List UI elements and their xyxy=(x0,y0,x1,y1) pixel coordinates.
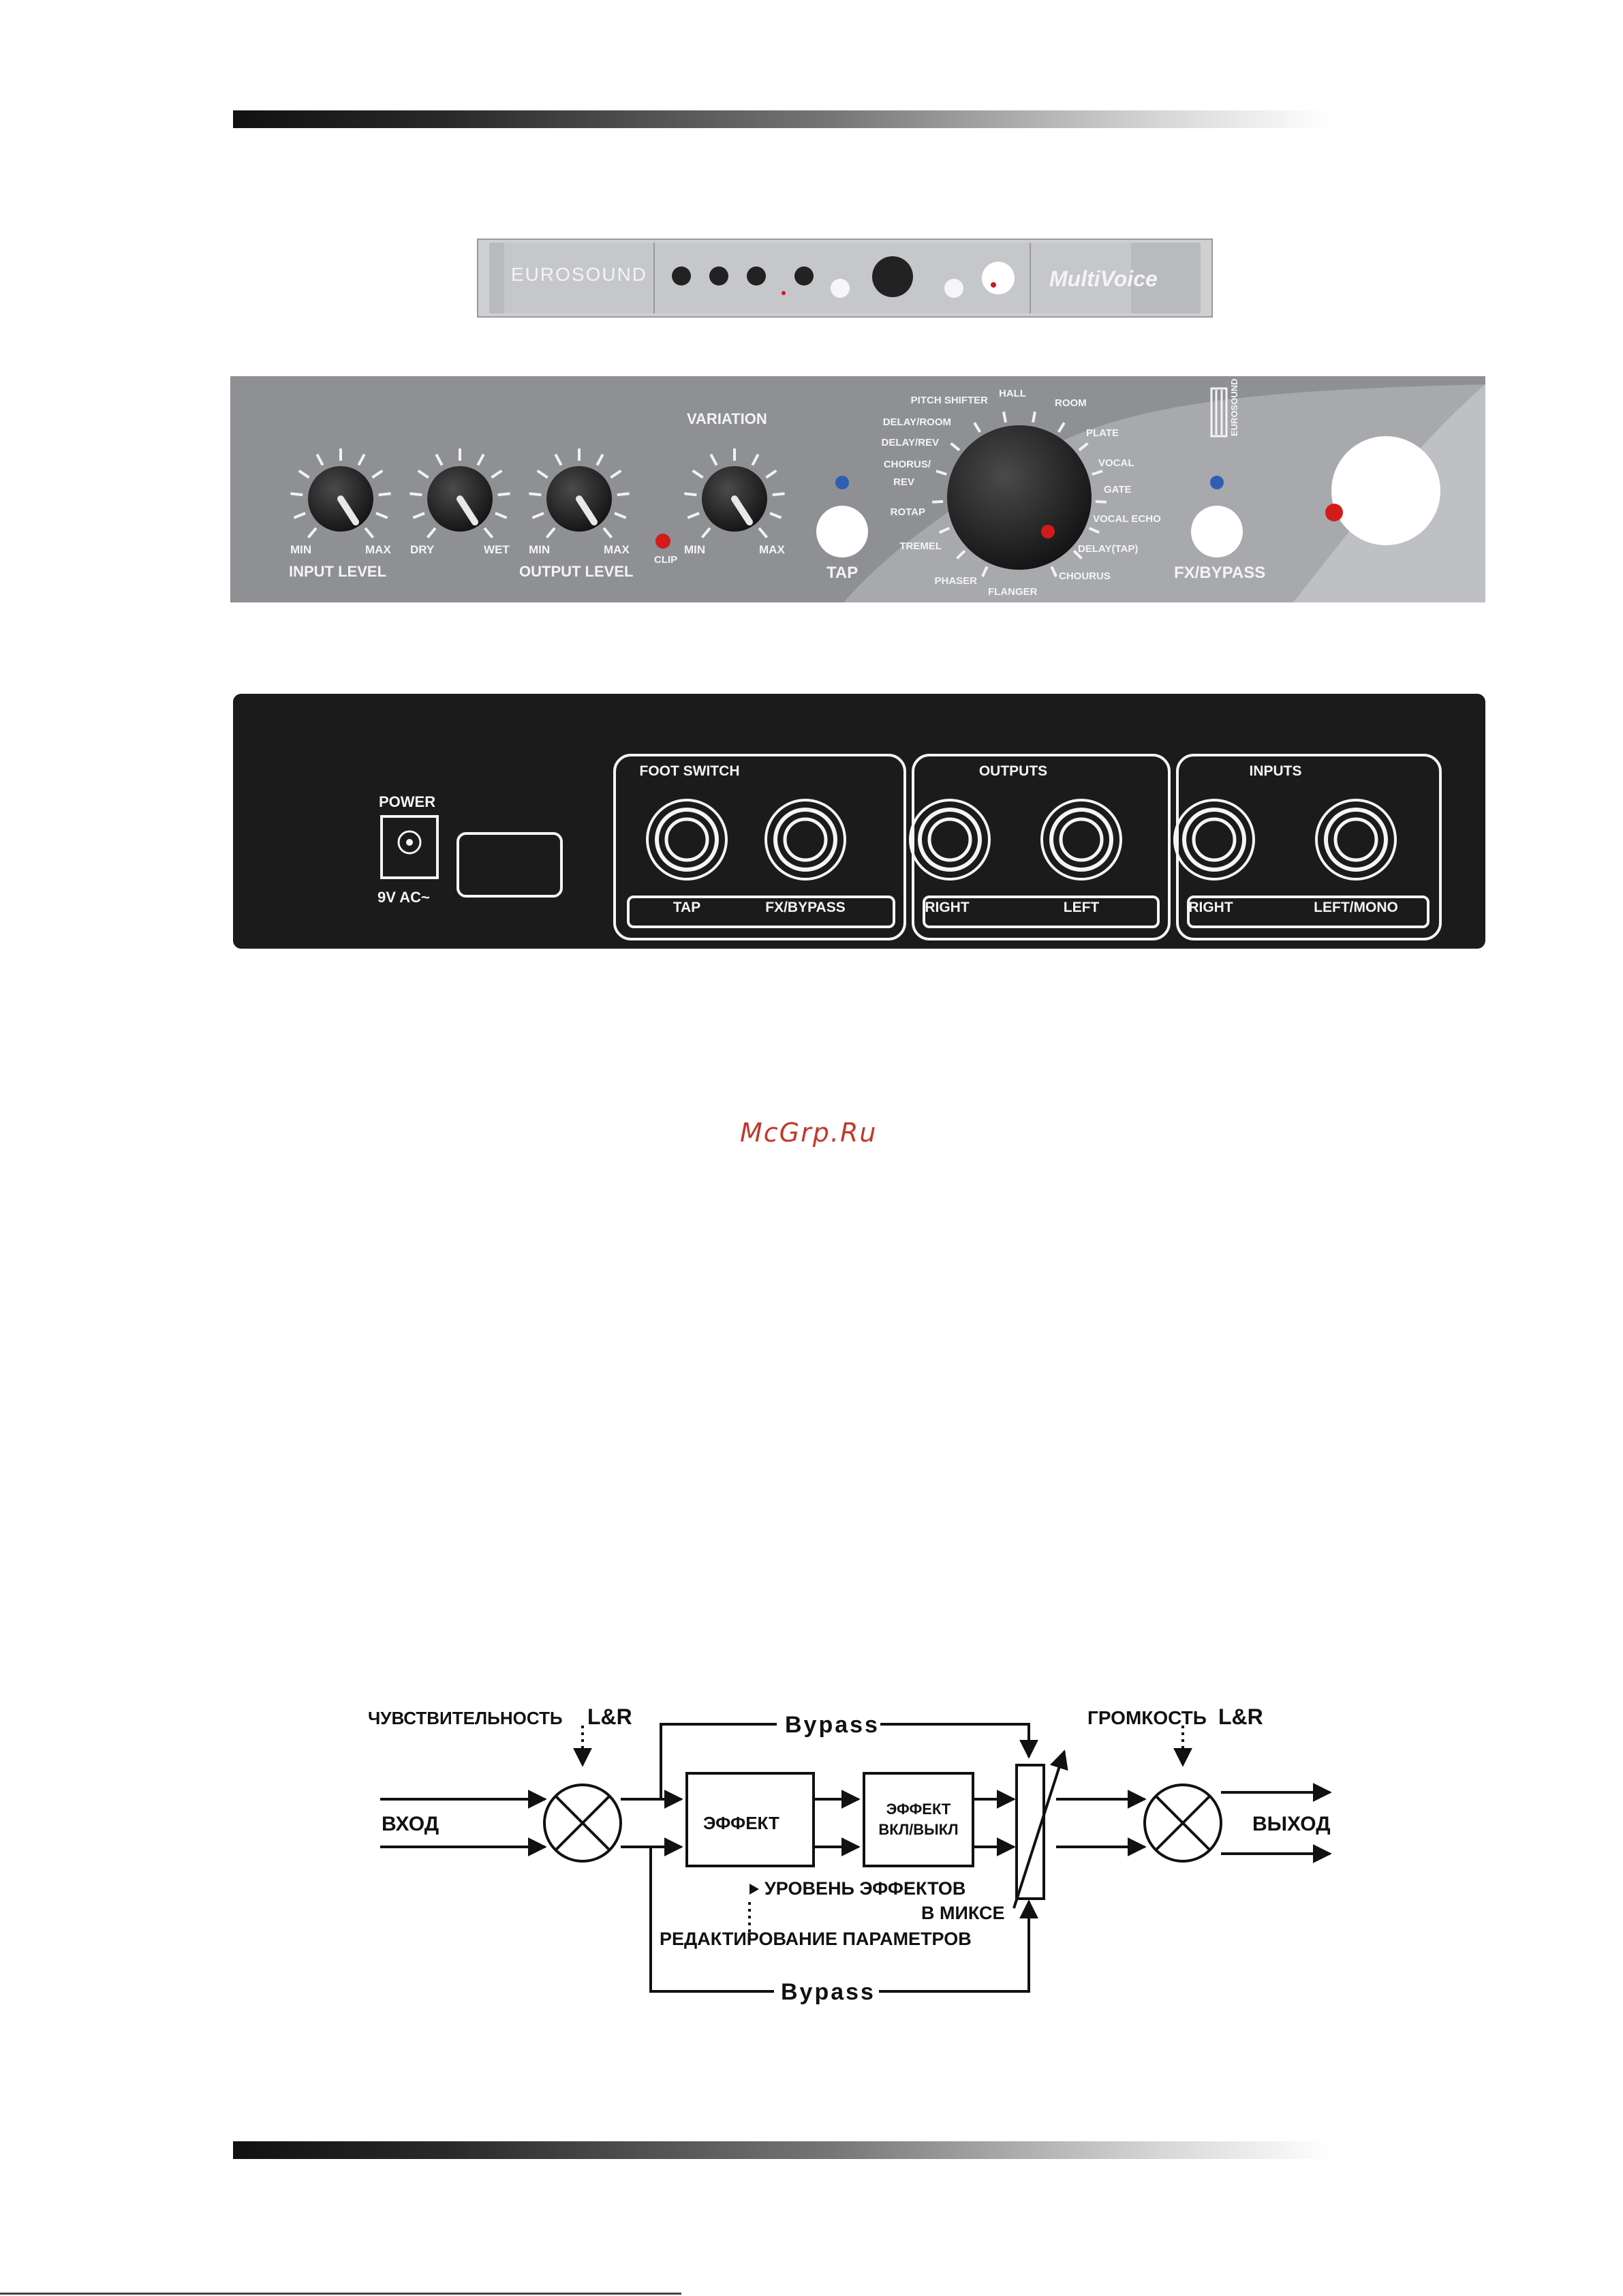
input-level-knob[interactable] xyxy=(308,466,373,532)
signal-flow-diagram: ЧУВСТВИТЕЛЬНОСТЬ L&R ВХОД ЭФФЕКТ ЭФФЕКТ … xyxy=(368,1704,1332,2005)
knob2-min-label: DRY xyxy=(410,543,435,556)
foot-switch-fx-bypass-jack[interactable] xyxy=(764,799,846,881)
knob4-max-label: MAX xyxy=(759,543,785,556)
clip-label: CLIP xyxy=(654,554,677,566)
bypass-top-label: Bypass xyxy=(785,1712,880,1738)
power-footswitch[interactable] xyxy=(1331,436,1440,545)
foot-switch-tap-label: TAP xyxy=(673,900,700,915)
volume-label: ГРОМКОСТЬ xyxy=(1087,1707,1207,1728)
effect-hall: HALL xyxy=(999,388,1026,399)
effect-switch-label-1: ЭФФЕКТ xyxy=(886,1801,951,1818)
rear-panel: POWER 9V AC~ FOOT SWITCH TAP FX/BYPASS O… xyxy=(233,694,1485,949)
power-label: POWER xyxy=(379,793,435,810)
volume-suffix: L&R xyxy=(1218,1704,1263,1729)
inputs-title: INPUTS xyxy=(1249,763,1301,779)
input-right-jack[interactable] xyxy=(1173,799,1255,881)
tap-button[interactable] xyxy=(816,506,868,557)
effect-phaser: PHASER xyxy=(934,575,977,587)
mix-level-label-1: УРОВЕНЬ ЭФФЕКТОВ xyxy=(764,1878,965,1899)
sensitivity-suffix: L&R xyxy=(587,1704,632,1729)
effect-flanger: FLANGER xyxy=(988,586,1038,598)
power-jack[interactable] xyxy=(397,830,422,855)
dry-wet-knob[interactable] xyxy=(427,466,493,532)
rack-model-label: MultiVoice xyxy=(1049,266,1158,291)
clip-led xyxy=(655,534,670,549)
effect-block xyxy=(685,1772,815,1867)
param-edit-label: РЕДАКТИРОВАНИЕ ПАРАМЕТРОВ xyxy=(660,1929,972,1949)
power-rating-label: 9V AC~ xyxy=(377,889,430,906)
header-gradient-bar xyxy=(233,110,1330,128)
effect-vocal-echo: VOCAL ECHO xyxy=(1093,513,1161,525)
effect-rotap: ROTAP xyxy=(891,506,925,518)
outputs-right-label: RIGHT xyxy=(925,900,970,915)
fx-bypass-led xyxy=(1210,476,1224,489)
effect-pitch-shifter: PITCH SHIFTER xyxy=(911,395,989,406)
effect-delay-rev: DELAY/REV xyxy=(882,437,939,448)
knob1-max-label: MAX xyxy=(365,543,391,556)
rack-brand-label: EUROSOUND xyxy=(511,264,647,285)
effect-tremel: TREMEL xyxy=(899,540,942,552)
output-right-jack[interactable] xyxy=(909,799,991,881)
mix-level-label-2: В МИКСЕ xyxy=(921,1903,1005,1923)
variation-knob[interactable] xyxy=(702,466,767,532)
effect-chorus-rev-2: REV xyxy=(893,476,914,488)
fx-bypass-label: FX/BYPASS xyxy=(1174,564,1265,582)
effect-selector-knob[interactable] xyxy=(947,425,1092,570)
effect-chourus: CHOURUS xyxy=(1059,570,1111,582)
eurosound-logo: EUROSOUND xyxy=(1210,378,1239,438)
knob1-min-label: MIN xyxy=(290,543,311,556)
knob2-max-label: WET xyxy=(484,543,510,556)
effect-room: ROOM xyxy=(1055,397,1087,409)
input-label: ВХОД xyxy=(382,1813,439,1835)
tap-label: TAP xyxy=(826,564,858,582)
output-level-knob[interactable] xyxy=(546,466,612,532)
effect-switch-label-2: ВКЛ/ВЫКЛ xyxy=(878,1821,958,1838)
inputs-left-mono-label: LEFT/MONO xyxy=(1314,900,1398,915)
effect-switch-block xyxy=(863,1772,974,1867)
front-panel: MIN MAX DRY WET MIN MAX MIN MAX INPUT LE… xyxy=(230,376,1485,602)
svg-text:EUROSOUND: EUROSOUND xyxy=(1229,378,1239,436)
input-level-label: INPUT LEVEL xyxy=(289,563,386,580)
watermark: McGrp.Ru xyxy=(740,1118,878,1148)
effect-vocal: VOCAL xyxy=(1098,457,1134,469)
output-left-jack[interactable] xyxy=(1040,799,1122,881)
variation-label: VARIATION xyxy=(687,410,767,427)
effect-delay-tap: DELAY(TAP) xyxy=(1078,543,1138,555)
power-led xyxy=(1325,504,1343,521)
knob4-min-label: MIN xyxy=(684,543,705,556)
fx-bypass-button[interactable] xyxy=(1191,506,1243,557)
bypass-bottom-label: Bypass xyxy=(781,1979,876,2005)
rack-unit-overview: EUROSOUND MultiVoice xyxy=(477,239,1213,318)
output-level-label: OUTPUT LEVEL xyxy=(519,563,633,580)
outputs-title: OUTPUTS xyxy=(979,763,1047,779)
foot-switch-tap-jack[interactable] xyxy=(646,799,728,881)
effect-plate: PLATE xyxy=(1086,427,1119,439)
effect-label: ЭФФЕКТ xyxy=(703,1813,779,1833)
input-left-mono-jack[interactable] xyxy=(1315,799,1397,881)
footer-line xyxy=(0,2293,681,2295)
sensitivity-label: ЧУВСТВИТЕЛЬНОСТЬ xyxy=(368,1708,563,1728)
effect-chorus-rev: CHORUS/ xyxy=(884,459,931,470)
inputs-right-label: RIGHT xyxy=(1188,900,1233,915)
knob3-min-label: MIN xyxy=(529,543,550,556)
footer-gradient-bar xyxy=(233,2141,1330,2159)
effect-delay-room: DELAY/ROOM xyxy=(883,416,951,428)
foot-switch-fx-label: FX/BYPASS xyxy=(765,900,845,915)
knob3-max-label: MAX xyxy=(604,543,630,556)
output-label: ВЫХОД xyxy=(1252,1813,1331,1835)
tap-led xyxy=(835,476,849,489)
outputs-left-label: LEFT xyxy=(1064,900,1100,915)
serial-plate xyxy=(457,832,563,898)
foot-switch-title: FOOT SWITCH xyxy=(640,763,740,779)
effect-gate: GATE xyxy=(1104,484,1132,495)
